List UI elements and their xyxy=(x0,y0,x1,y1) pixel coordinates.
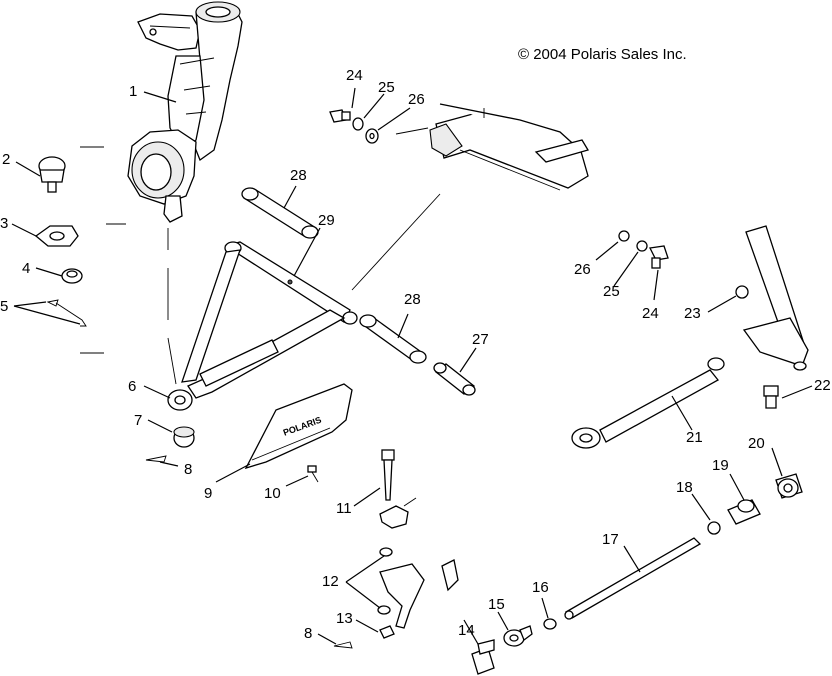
callout-3: 3 xyxy=(0,215,8,232)
part-steering-column xyxy=(742,225,809,371)
callout-28a: 28 xyxy=(290,167,307,184)
callout-4: 4 xyxy=(22,260,30,277)
part-cotter-pin xyxy=(46,299,87,327)
part-bushing-lower xyxy=(359,314,427,364)
callout-22: 22 xyxy=(814,377,831,394)
callout-15: 15 xyxy=(488,596,505,613)
part-spindle-knuckle xyxy=(127,1,243,223)
callout-21: 21 xyxy=(686,429,703,446)
part-nut-23 xyxy=(735,285,749,299)
part-bolt-11 xyxy=(379,449,417,529)
part-upper-bolt-group xyxy=(329,109,379,144)
callout-14: 14 xyxy=(458,622,475,639)
part-bushing-upper xyxy=(241,187,319,239)
callout-12: 12 xyxy=(322,573,339,590)
copyright-text: © 2004 Polaris Sales Inc. xyxy=(518,46,687,63)
alignment-lines xyxy=(80,146,177,385)
part-ball-joint xyxy=(38,156,66,193)
callout-19: 19 xyxy=(712,457,729,474)
callout-8a: 8 xyxy=(184,461,192,478)
part-castle-nut xyxy=(61,268,83,284)
callout-26a: 26 xyxy=(408,91,425,108)
callout-5: 5 xyxy=(0,298,8,315)
callout-24b: 24 xyxy=(642,305,659,322)
part-tie-rod-inner xyxy=(471,618,557,675)
part-cotter-pin-8 xyxy=(145,455,353,649)
part-bolt-10 xyxy=(307,465,319,483)
callout-6: 6 xyxy=(128,378,136,395)
callout-26b: 26 xyxy=(574,261,591,278)
callout-23: 23 xyxy=(684,305,701,322)
callout-16: 16 xyxy=(532,579,549,596)
part-pivot-bushing xyxy=(173,426,195,448)
callout-7: 7 xyxy=(134,412,142,429)
callout-25a: 25 xyxy=(378,79,395,96)
callout-17: 17 xyxy=(602,531,619,548)
part-skid-plate: POLARIS xyxy=(244,383,353,470)
part-tie-rod xyxy=(564,537,702,620)
callout-labels: 1 2 3 4 5 6 7 8 9 10 11 12 13 8 14 15 16… xyxy=(0,67,831,642)
callout-20: 20 xyxy=(748,435,765,452)
callout-10: 10 xyxy=(264,485,281,502)
part-tie-rod-outer xyxy=(707,473,803,535)
part-lower-bolt-group xyxy=(618,230,669,269)
leader-lines xyxy=(11,87,813,645)
callout-29: 29 xyxy=(318,212,335,229)
part-bolt-22 xyxy=(763,385,779,409)
part-a-arm xyxy=(167,241,358,411)
part-frame-rail xyxy=(351,103,589,291)
part-tie-rod-bracket xyxy=(377,547,459,639)
callout-1: 1 xyxy=(129,83,137,100)
callout-27: 27 xyxy=(472,331,489,348)
part-steering-link xyxy=(571,357,725,449)
callout-28b: 28 xyxy=(404,291,421,308)
part-retainer-plate xyxy=(34,225,79,247)
part-bushing-sleeve xyxy=(433,362,476,396)
callout-18: 18 xyxy=(676,479,693,496)
callout-24a: 24 xyxy=(346,67,363,84)
callout-2: 2 xyxy=(2,151,10,168)
callout-13: 13 xyxy=(336,610,353,627)
callout-25b: 25 xyxy=(603,283,620,300)
callout-9: 9 xyxy=(204,485,212,502)
callout-11: 11 xyxy=(336,500,352,517)
callout-8b: 8 xyxy=(304,625,312,642)
